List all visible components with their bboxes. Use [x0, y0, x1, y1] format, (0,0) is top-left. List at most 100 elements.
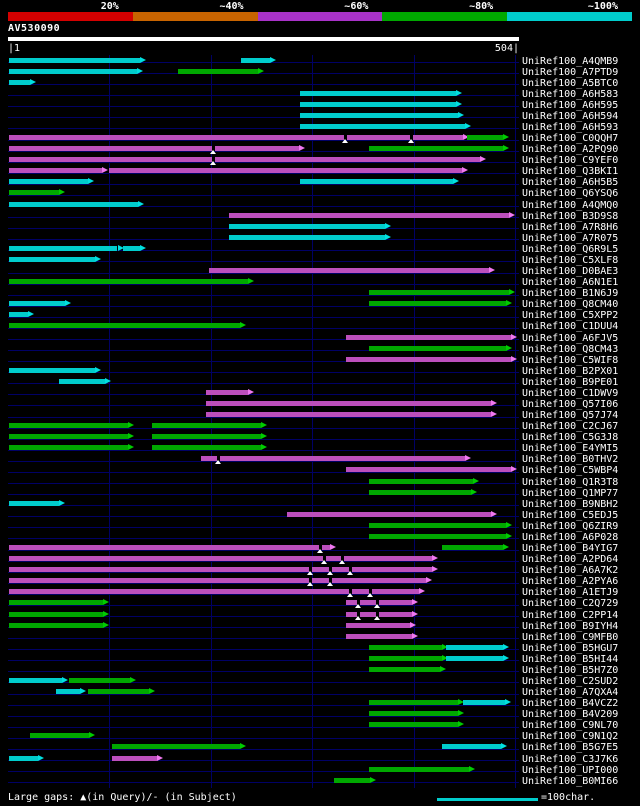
row-guideline — [8, 73, 519, 75]
gap-marker — [339, 560, 346, 565]
row-guideline — [8, 239, 519, 241]
query-name: AV530090 — [8, 23, 61, 34]
row-guideline — [8, 183, 519, 185]
alignment-bar — [122, 245, 140, 251]
alignment-bar — [300, 101, 457, 107]
row-guideline — [8, 737, 519, 739]
gridline — [109, 55, 111, 788]
alignment-bar — [88, 689, 149, 695]
identity-key-segment — [132, 12, 258, 21]
alignment-bar — [9, 423, 128, 429]
alignment-bar — [112, 755, 158, 761]
alignment-bar — [151, 445, 262, 451]
alignment-bar — [241, 57, 270, 63]
row-label: UniRef100_A7QXA4 — [522, 687, 619, 699]
alignment-bar — [229, 223, 386, 229]
row-label: UniRef100_A6A7K2 — [522, 565, 619, 577]
alignment-bar — [9, 545, 331, 551]
alignment-bar — [9, 245, 118, 251]
alignment-bar — [9, 578, 426, 584]
alignment-arrowhead — [240, 743, 247, 750]
alignment-arrowhead — [129, 676, 136, 683]
alignment-bar — [345, 467, 511, 473]
alignment-arrowhead — [103, 599, 110, 606]
row-label: UniRef100_B9NBH2 — [522, 498, 619, 510]
gap-marker — [347, 571, 354, 576]
gap-marker — [342, 139, 349, 144]
alignment-bar — [467, 135, 503, 141]
gap-notch — [349, 589, 353, 595]
gap-marker — [215, 460, 222, 465]
row-guideline — [8, 394, 519, 396]
alignment-arrowhead — [488, 267, 495, 274]
row-guideline — [8, 760, 519, 762]
alignment-arrowhead — [469, 765, 476, 772]
row-label: UniRef100_C2SUD2 — [522, 675, 619, 687]
row-label: UniRef100_C2Q729 — [522, 598, 619, 610]
gap-marker — [210, 161, 217, 166]
row-guideline — [8, 593, 519, 595]
row-guideline — [8, 748, 519, 750]
alignment-bar — [441, 744, 501, 750]
scale-start-label: |1 — [8, 43, 21, 54]
alignment-bar — [368, 700, 459, 706]
row-guideline — [8, 782, 519, 784]
alignment-arrowhead — [79, 688, 86, 695]
row-guideline — [8, 294, 519, 296]
alignment-arrowhead — [505, 300, 512, 307]
gap-notch — [369, 589, 373, 595]
gap-notch — [318, 545, 322, 551]
alignment-arrowhead — [240, 322, 247, 329]
alignment-arrowhead — [411, 599, 418, 606]
gap-marker — [408, 139, 415, 144]
alignment-bar — [200, 456, 466, 462]
gap-marker — [306, 571, 313, 576]
alignment-bar — [9, 500, 59, 506]
alignment-arrowhead — [61, 676, 68, 683]
alignment-arrowhead — [502, 643, 509, 650]
alignment-arrowhead — [409, 621, 416, 628]
row-guideline — [8, 316, 519, 318]
alignment-bar — [9, 79, 31, 85]
alignment-arrowhead — [465, 455, 472, 462]
row-guideline — [8, 616, 519, 617]
alignment-bar — [368, 655, 442, 661]
alignment-arrowhead — [88, 178, 95, 185]
alignment-arrowhead — [261, 444, 268, 451]
identity-key-label: ~40% — [219, 1, 244, 12]
alignment-bar — [151, 423, 262, 429]
gridline — [413, 55, 415, 788]
row-guideline — [8, 405, 519, 407]
row-label: UniRef100_A7R8H6 — [522, 221, 619, 233]
alignment-arrowhead — [105, 377, 112, 384]
alignment-bar — [368, 766, 470, 772]
alignment-bar — [9, 622, 104, 628]
row-guideline — [8, 715, 519, 717]
alignment-arrowhead — [510, 466, 517, 473]
scale-end-label: 504| — [494, 43, 519, 54]
alignment-bar — [368, 711, 459, 717]
row-label: UniRef100_A6FJV5 — [522, 332, 619, 344]
alignment-arrowhead — [330, 544, 337, 551]
row-label: UniRef100_A6P028 — [522, 531, 619, 543]
gap-marker — [306, 582, 313, 587]
row-guideline — [8, 693, 519, 695]
alignment-bar — [151, 434, 262, 440]
alignment-bar — [368, 522, 506, 528]
row-guideline — [8, 217, 519, 219]
gap-notch — [308, 567, 312, 573]
alignment-arrowhead — [58, 499, 65, 506]
row-label: UniRef100_A2PYA6 — [522, 576, 619, 588]
row-label: UniRef100_A6H5B5 — [522, 177, 619, 189]
row-guideline — [8, 327, 519, 329]
gap-notch — [328, 578, 332, 584]
row-guideline — [8, 571, 519, 573]
alignment-arrowhead — [473, 477, 480, 484]
gap-notch — [349, 567, 353, 573]
row-guideline — [8, 194, 519, 196]
alignment-arrowhead — [508, 289, 515, 296]
alignment-arrowhead — [298, 145, 305, 152]
row-label: UniRef100_A5BTC0 — [522, 77, 619, 89]
alignment-bar — [9, 168, 103, 174]
row-guideline — [8, 383, 519, 385]
